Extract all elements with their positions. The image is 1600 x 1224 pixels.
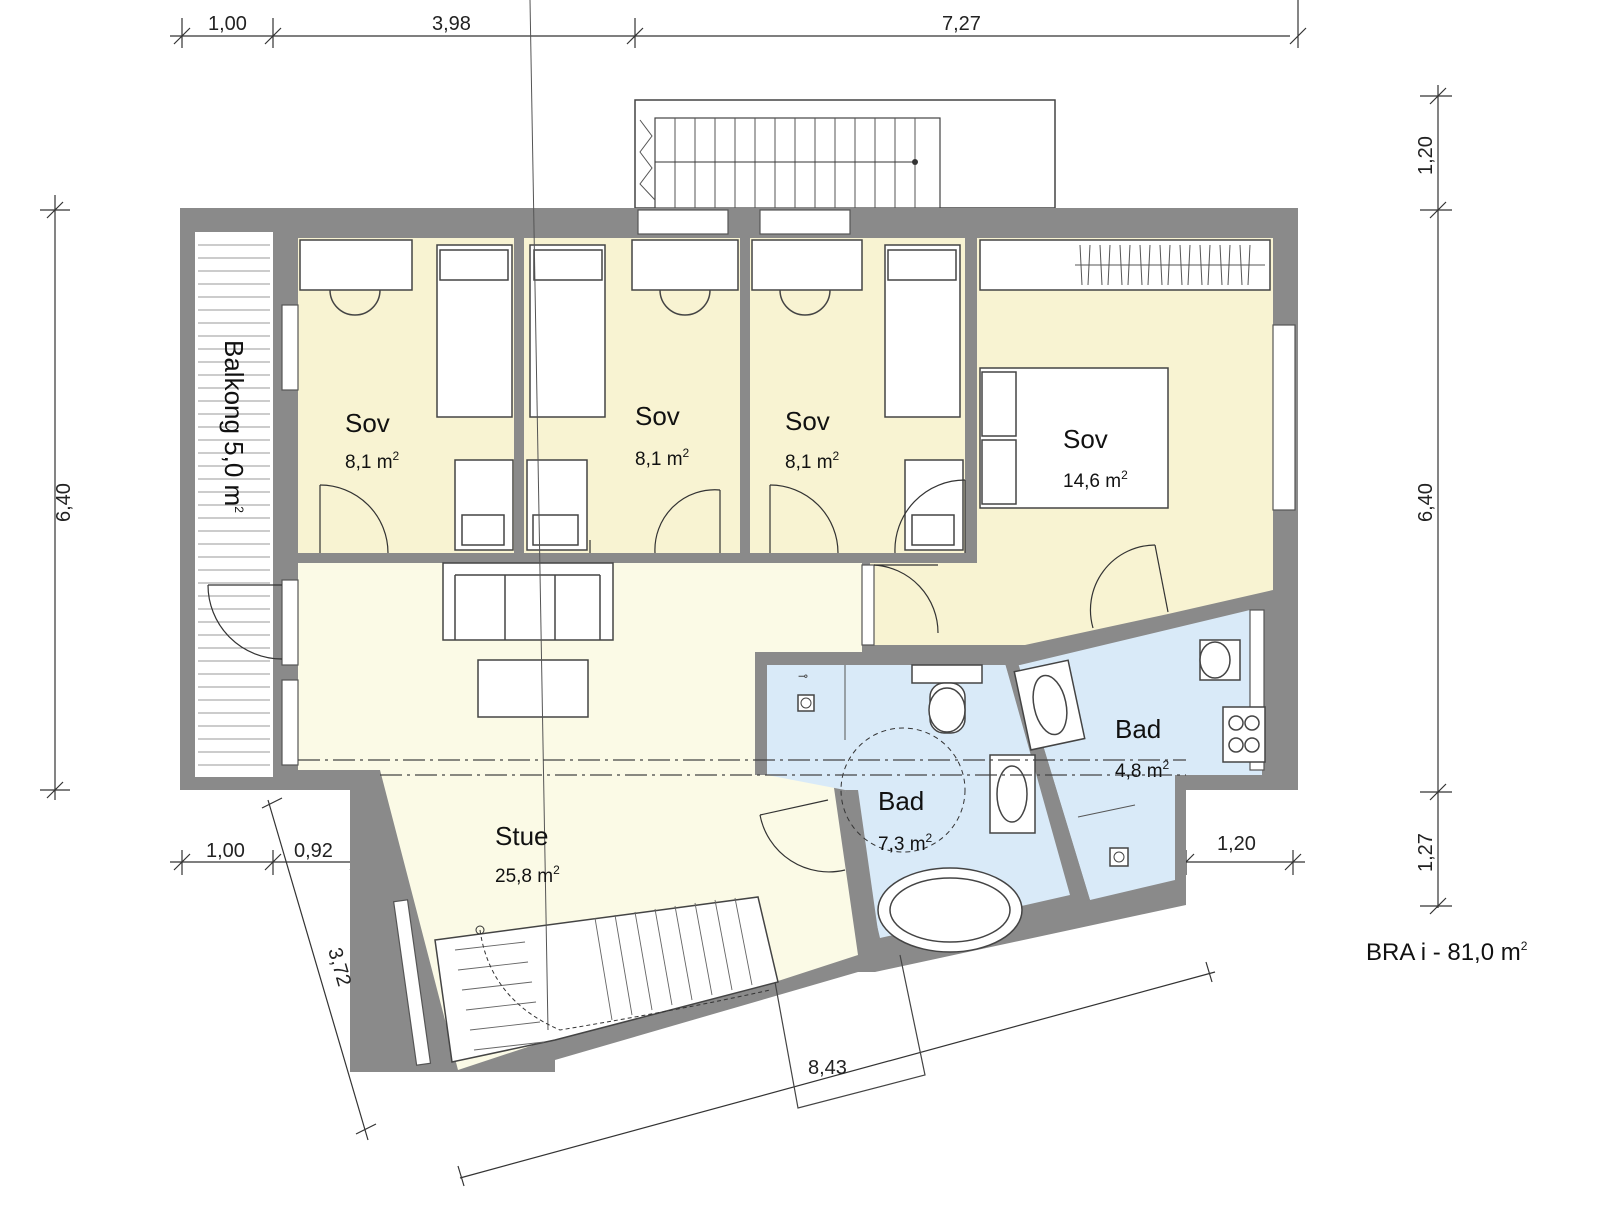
room-name-bedroom-4: Sov (1063, 424, 1108, 454)
dimension-lines (40, 0, 1452, 1187)
room-name-bathroom-small: Bad (1115, 714, 1161, 744)
room-name-bedroom-1: Sov (345, 408, 390, 438)
room-name-bathroom-large: Bad (878, 786, 924, 816)
bedroom-2-furniture (526, 239, 739, 551)
room-area-living: 25,8 m2 (495, 863, 560, 887)
dim-bottom-left-1: 1,00 (206, 840, 245, 862)
dim-right-2: 6,40 (1415, 483, 1437, 522)
room-area-bathroom-large: 7,3 m2 (878, 831, 933, 855)
windows (281, 209, 1296, 1066)
room-area-bedroom-4: 14,6 m2 (1063, 468, 1128, 492)
dim-bottom-right: 1,20 (1217, 833, 1256, 855)
exterior-stair (634, 99, 1056, 209)
dim-bottom-left-2: 0,92 (294, 840, 333, 862)
bathroom-small-area (1018, 610, 1262, 900)
dim-right-3: 1,27 (1415, 833, 1437, 872)
door-swings (207, 479, 1169, 873)
balcony-label: Balkong 5,0 m2 (219, 340, 249, 513)
bathroom-large-fixtures: ⊸ (797, 664, 1036, 953)
bedroom-3-furniture (751, 239, 964, 551)
balcony-decking (198, 244, 270, 766)
room-area-bathroom-small: 4,8 m2 (1115, 758, 1170, 782)
room-name-bedroom-2: Sov (635, 401, 680, 431)
bedroom-1-furniture (299, 239, 514, 551)
room-name-living: Stue (495, 821, 549, 851)
bedroom-4-furniture (979, 239, 1271, 509)
svg-text:⊸: ⊸ (798, 669, 808, 683)
living-furniture (442, 562, 614, 718)
total-area-label: BRA i - 81,0 m2 (1366, 939, 1528, 966)
dim-diagonal-bottom: 8,43 (808, 1057, 847, 1079)
room-area-bedroom-1: 8,1 m2 (345, 449, 400, 473)
room-name-bedroom-3: Sov (785, 406, 830, 436)
dim-top-1: 1,00 (208, 13, 247, 35)
section-line (298, 759, 1186, 776)
dim-top-2: 3,98 (432, 13, 471, 35)
dim-right-1: 1,20 (1415, 136, 1437, 175)
bathroom-small-fixtures (1013, 639, 1266, 867)
room-labels: Sov 8,1 m2 Sov 8,1 m2 Sov 8,1 m2 Sov 14,… (219, 340, 1170, 887)
bathroom-large-area (767, 663, 1070, 938)
interior-stair (434, 0, 779, 1063)
dim-top-3: 7,27 (942, 13, 981, 35)
lower-projection (774, 954, 926, 1109)
room-area-bedroom-3: 8,1 m2 (785, 449, 840, 473)
room-area-bedroom-2: 8,1 m2 (635, 446, 690, 470)
dim-left: 6,40 (53, 483, 75, 522)
